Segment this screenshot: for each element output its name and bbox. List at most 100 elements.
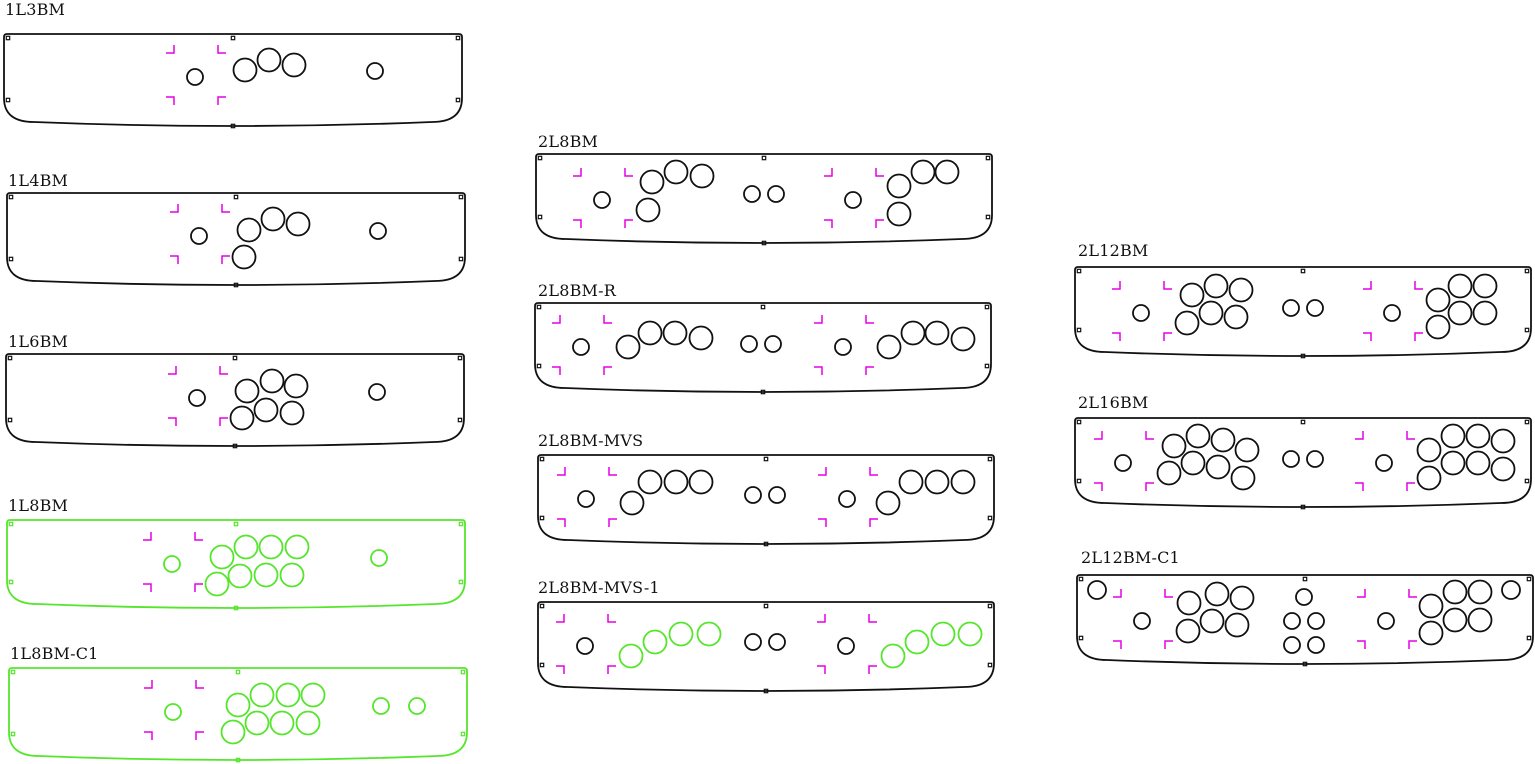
corner-bracket bbox=[217, 45, 226, 54]
joystick-hole bbox=[1377, 612, 1395, 630]
corner-bracket bbox=[1164, 640, 1173, 649]
panel-2l8bm-r bbox=[534, 302, 992, 395]
joystick-hole bbox=[576, 637, 594, 655]
corner-bracket bbox=[168, 366, 177, 375]
corner-bracket bbox=[1406, 482, 1415, 491]
joystick-hole bbox=[1383, 304, 1401, 322]
action-button bbox=[668, 621, 694, 647]
action-button bbox=[689, 163, 715, 189]
mounting-hole bbox=[233, 521, 239, 527]
mounting-hole bbox=[232, 443, 238, 449]
action-button bbox=[229, 405, 255, 431]
action-button bbox=[1442, 579, 1468, 605]
mounting-hole bbox=[457, 417, 463, 423]
action-button bbox=[231, 244, 257, 270]
action-button bbox=[1472, 300, 1498, 326]
action-button bbox=[1210, 427, 1236, 453]
corner-bracket bbox=[170, 255, 179, 264]
corner-bracket bbox=[194, 532, 203, 541]
action-button bbox=[1467, 579, 1493, 605]
mounting-hole bbox=[1078, 576, 1084, 582]
corner-bracket bbox=[1408, 589, 1417, 598]
corner-bracket bbox=[1163, 332, 1172, 341]
mounting-hole bbox=[987, 603, 993, 609]
corner-bracket bbox=[166, 45, 175, 54]
action-button bbox=[1230, 465, 1256, 491]
action-button bbox=[1161, 433, 1187, 459]
action-button bbox=[1425, 287, 1451, 313]
panel-label-1l4bm: 1L4BM bbox=[8, 171, 69, 190]
action-button bbox=[768, 633, 786, 651]
corner-bracket bbox=[624, 219, 633, 228]
mounting-hole bbox=[233, 282, 239, 288]
joystick-hole bbox=[1375, 454, 1393, 472]
action-button bbox=[253, 397, 279, 423]
action-button bbox=[1416, 437, 1442, 463]
corner-bracket bbox=[1164, 589, 1173, 598]
panel-label-2l16bm: 2L16BM bbox=[1078, 393, 1149, 412]
action-button bbox=[366, 62, 384, 80]
mounting-hole bbox=[537, 214, 543, 220]
action-button bbox=[300, 682, 326, 708]
corner-bracket bbox=[144, 731, 153, 740]
action-button bbox=[1465, 450, 1491, 476]
corner-bracket bbox=[1406, 431, 1415, 440]
mounting-hole bbox=[761, 240, 767, 246]
corner-bracket bbox=[824, 168, 833, 177]
mounting-hole bbox=[455, 35, 461, 41]
corner-bracket bbox=[1112, 332, 1121, 341]
panel-label-2l8bm-mvs: 2L8BM-MVS bbox=[538, 431, 644, 450]
panel-outline bbox=[5, 353, 465, 447]
panel-1l3bm bbox=[3, 33, 463, 129]
action-button bbox=[619, 490, 645, 516]
action-button bbox=[1176, 590, 1202, 616]
action-button bbox=[1440, 423, 1466, 449]
action-button bbox=[204, 571, 230, 597]
corner-bracket bbox=[556, 614, 565, 623]
action-button bbox=[744, 486, 762, 504]
action-button bbox=[1204, 581, 1230, 607]
action-button bbox=[1205, 454, 1231, 480]
mounting-hole bbox=[460, 731, 466, 737]
corner-bracket bbox=[144, 680, 153, 689]
action-button bbox=[233, 534, 259, 560]
mounting-hole bbox=[1076, 478, 1082, 484]
action-button bbox=[279, 562, 305, 588]
action-button bbox=[900, 320, 926, 346]
panel-1l8bm-c1 bbox=[8, 667, 468, 763]
action-button bbox=[1203, 273, 1229, 299]
action-button bbox=[934, 159, 960, 185]
panel-label-2l12bm-c1: 2L12BM-C1 bbox=[1081, 548, 1180, 567]
action-button bbox=[1282, 299, 1300, 317]
mounting-hole bbox=[763, 456, 769, 462]
joystick-hole bbox=[1114, 454, 1132, 472]
action-button bbox=[904, 629, 930, 655]
mounting-hole bbox=[458, 256, 464, 262]
action-button bbox=[1447, 300, 1473, 326]
mounting-hole bbox=[5, 97, 11, 103]
action-button bbox=[898, 469, 924, 495]
action-button bbox=[234, 378, 260, 404]
corner-bracket bbox=[170, 204, 179, 213]
panel-2l12bm bbox=[1074, 266, 1532, 359]
mounting-hole bbox=[1524, 327, 1530, 333]
corner-bracket bbox=[1113, 640, 1122, 649]
action-button bbox=[1223, 304, 1249, 330]
action-button bbox=[1447, 273, 1473, 299]
action-button bbox=[635, 197, 661, 223]
action-button bbox=[1234, 437, 1260, 463]
corner-bracket bbox=[824, 219, 833, 228]
action-button bbox=[244, 710, 270, 736]
corner-bracket bbox=[219, 417, 228, 426]
action-button bbox=[249, 682, 275, 708]
panel-outline bbox=[6, 192, 466, 286]
corner-bracket bbox=[168, 417, 177, 426]
mounting-hole bbox=[1524, 268, 1530, 274]
mounting-hole bbox=[1076, 327, 1082, 333]
action-button bbox=[1418, 593, 1444, 619]
action-button bbox=[663, 159, 689, 185]
panel-label-1l8bm-c1: 1L8BM-C1 bbox=[10, 644, 99, 663]
mounting-hole bbox=[455, 97, 461, 103]
panel-outline bbox=[537, 454, 995, 545]
panel-1l6bm bbox=[5, 353, 465, 449]
